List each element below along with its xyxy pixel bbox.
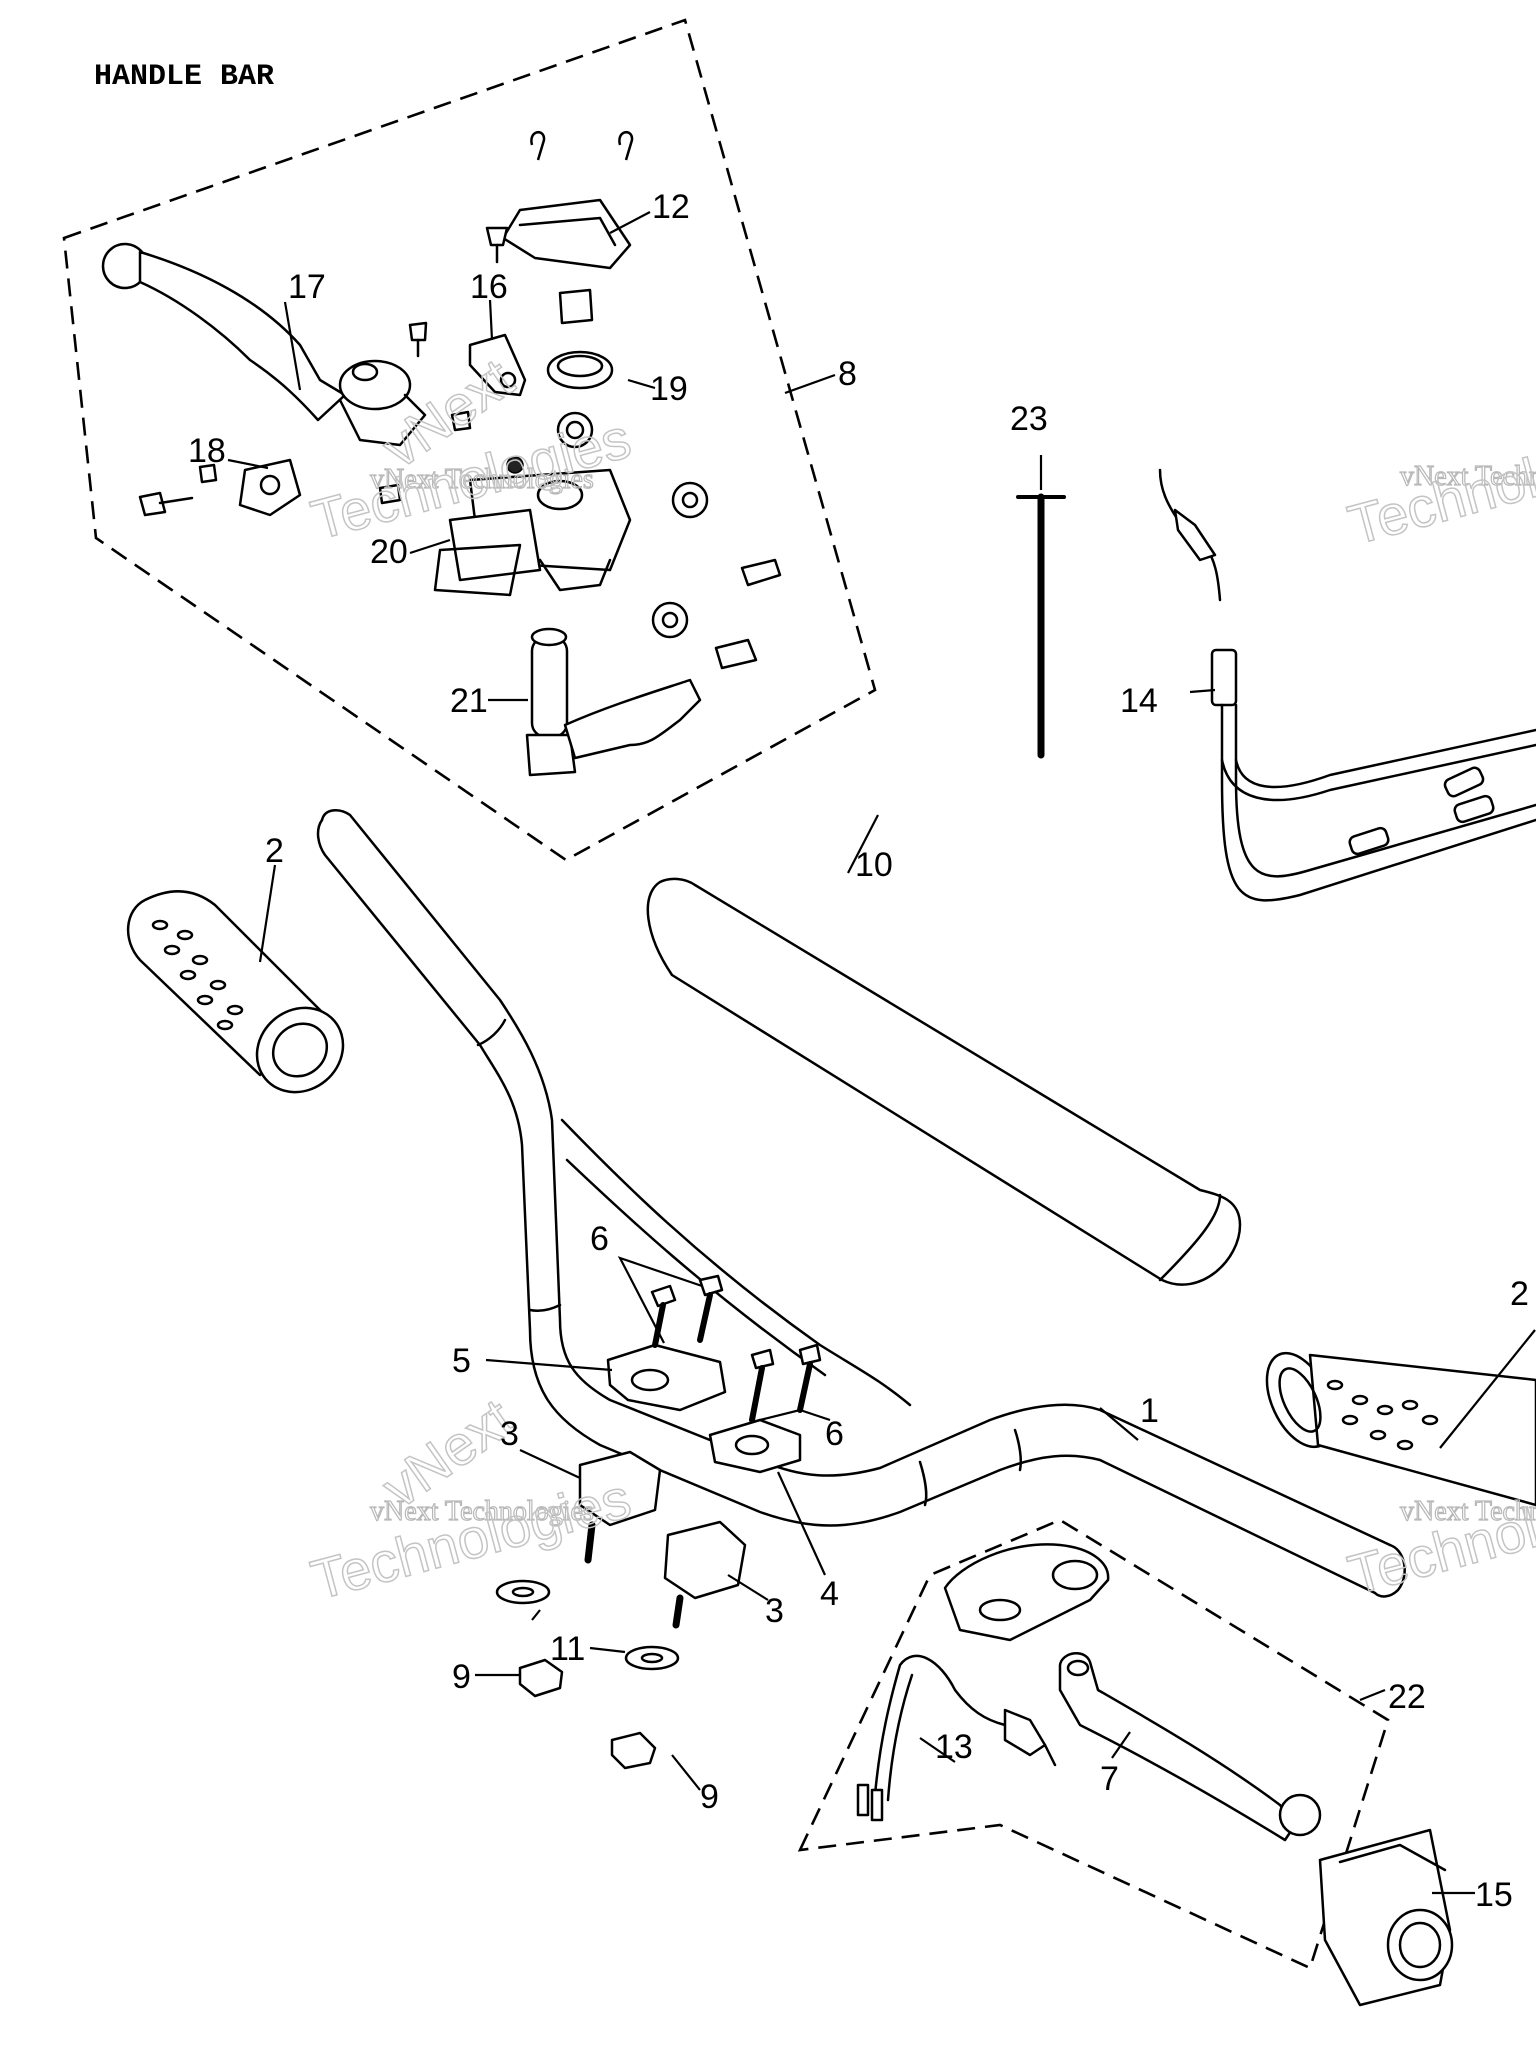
- seal-ring-3: [651, 601, 689, 639]
- callout-10: 10: [855, 846, 893, 884]
- callout-5: 5: [452, 1342, 471, 1380]
- callout-19: 19: [650, 370, 688, 408]
- part-15-throttle-housing: [1318, 1828, 1454, 2007]
- callout-16: 16: [470, 268, 508, 306]
- part-5-upper-clamp: [606, 1343, 727, 1412]
- part-19-clamp-band: [546, 350, 614, 390]
- callout-18: 18: [188, 432, 226, 470]
- callout-2-right: 2: [1510, 1275, 1529, 1313]
- part-16-lever-bracket: [468, 333, 527, 397]
- callout-13: 13: [935, 1728, 973, 1766]
- callout-7: 7: [1100, 1760, 1119, 1798]
- brake-master-cylinder-group: [62, 18, 877, 862]
- part-21-brake-arm: [525, 627, 702, 777]
- svg-text:vNext Technologies: vNext Technologies: [370, 464, 594, 495]
- svg-text:Technologies: Technologies: [305, 1466, 637, 1611]
- callout-3-upper: 3: [500, 1415, 519, 1453]
- callout-6-upper: 6: [590, 1220, 609, 1258]
- seal-ring-2: [671, 481, 709, 519]
- part-23-rod: [1016, 493, 1066, 759]
- part-6-clamp-bolts: [650, 1274, 822, 1423]
- part-11-washers: [495, 1579, 680, 1671]
- callout-14: 14: [1120, 682, 1158, 720]
- leader-lines: [227, 211, 1536, 1895]
- group-22-dashed-boundary: [797, 1518, 1390, 1970]
- callout-11: 11: [550, 1630, 585, 1668]
- callout-15: 15: [1475, 1876, 1513, 1914]
- banjo-bolt-2: [714, 638, 758, 670]
- part-7-clutch-lever: [1058, 1652, 1322, 1842]
- part-3-lower-clamps: [578, 1450, 747, 1629]
- seal-ring: [556, 411, 594, 449]
- part-12-reservoir-cover: [501, 131, 634, 270]
- callout-3-lower: 3: [765, 1592, 784, 1630]
- part-9-nuts: [518, 1658, 657, 1770]
- part-20-master-cylinder: [433, 468, 632, 597]
- callout-9-lower: 9: [700, 1778, 719, 1816]
- part-14-throttle-cable: [1158, 468, 1536, 902]
- part-2-right-grip: [1265, 1351, 1536, 1507]
- callout-1: 1: [1140, 1392, 1159, 1430]
- svg-text:vNext Technologies: vNext Technologies: [1400, 461, 1536, 492]
- callout-9-left: 9: [452, 1658, 471, 1696]
- small-screws: [138, 226, 509, 517]
- callout-17: 17: [288, 268, 326, 306]
- reservoir-plug: [558, 288, 594, 325]
- group-8-dashed-boundary: [62, 18, 877, 862]
- diagram-title: HANDLE BAR: [94, 60, 274, 94]
- callout-6-lower: 6: [825, 1415, 844, 1453]
- callout-23: 23: [1010, 400, 1048, 438]
- callout-21: 21: [450, 682, 488, 720]
- callout-4: 4: [820, 1575, 839, 1613]
- part-18-pivot-block: [238, 458, 302, 517]
- callout-8: 8: [838, 355, 857, 393]
- clutch-lever-group: [797, 1518, 1390, 1970]
- callout-labels: 1 2 2 3 3 4 5 6 6 7 8 9 9 10 11 12 13 14…: [188, 188, 1529, 1914]
- callout-22: 22: [1388, 1678, 1426, 1716]
- svg-text:vNext Technologies: vNext Technologies: [370, 1496, 594, 1527]
- svg-text:vNext Technologies: vNext Technologies: [1400, 1496, 1536, 1527]
- part-1-handlebar: [316, 809, 1406, 1598]
- part-17-brake-lever: [101, 242, 427, 447]
- callout-20: 20: [370, 533, 408, 571]
- part-10-handlebar-pad: [646, 877, 1242, 1286]
- callout-2-left: 2: [265, 832, 284, 870]
- callout-12: 12: [652, 188, 690, 226]
- part-4-upper-clamp: [708, 1418, 802, 1474]
- svg-text:Technologies: Technologies: [1342, 411, 1536, 556]
- part-2-left-grip: [126, 890, 345, 1094]
- part-13-clutch-switch: [856, 1654, 1057, 1822]
- banjo-bolt: [740, 558, 782, 587]
